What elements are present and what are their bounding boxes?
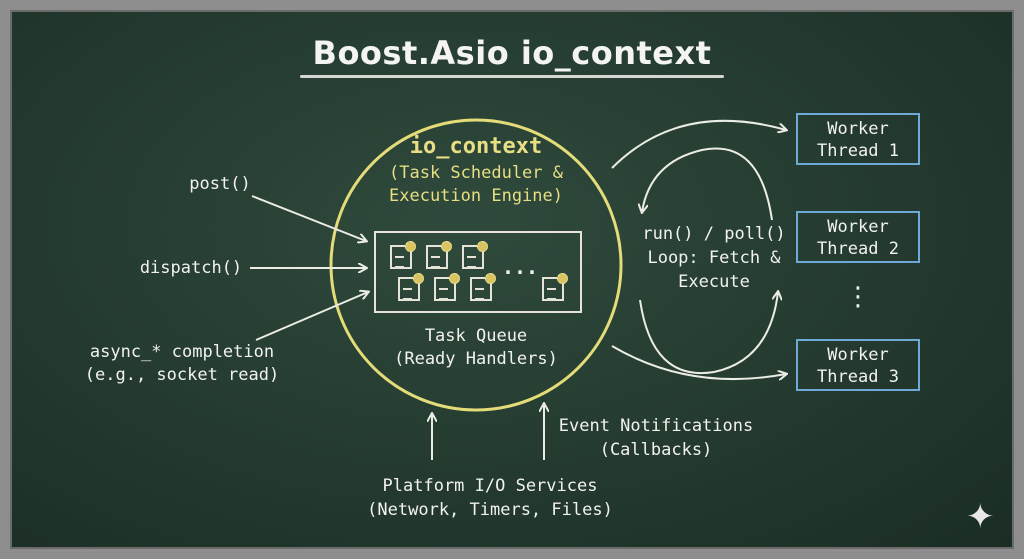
io-context-desc-1: (Task Scheduler & [389, 163, 563, 183]
callbacks-label: (Callbacks) [599, 440, 713, 460]
task-queue-box: ... [374, 231, 582, 313]
worker-2-line1: Worker [827, 217, 889, 237]
page-title: Boost.Asio io_context [312, 34, 712, 72]
task-queue-label: Task Queue [424, 326, 528, 346]
worker-thread-2: Worker Thread 2 [796, 211, 920, 263]
event-notifications-label: Event Notifications [558, 416, 754, 436]
worker-2-line2: Thread 2 [817, 239, 899, 259]
arrow-to-worker-1 [611, 119, 786, 169]
loop-arrow-top [642, 147, 773, 221]
async-completion-label: async_* completion [89, 342, 275, 362]
worker-3-line1: Worker [827, 345, 889, 365]
worker-thread-1: Worker Thread 1 [796, 113, 920, 165]
io-context-title: io_context [409, 134, 543, 159]
queue-ellipsis: ... [501, 255, 539, 279]
task-icon [462, 241, 488, 269]
loop-label: Loop: Fetch & [647, 248, 781, 268]
io-context-desc-2: Execution Engine) [389, 186, 563, 206]
arrow-to-worker-3 [611, 345, 786, 379]
platform-services-label: Platform I/O Services [382, 476, 598, 496]
worker-thread-3: Worker Thread 3 [796, 339, 920, 391]
task-icon [470, 273, 496, 301]
worker-1-line1: Worker [827, 119, 889, 139]
execute-label: Execute [678, 272, 750, 292]
io-context-circle [329, 118, 623, 412]
task-icon [434, 273, 460, 301]
post-label: post() [189, 174, 251, 194]
dispatch-label: dispatch() [139, 258, 243, 278]
task-icon [542, 273, 568, 301]
title-underline [300, 75, 724, 78]
run-poll-label: run() / poll() [642, 224, 786, 244]
task-icon [390, 241, 416, 269]
worker-1-line2: Thread 1 [817, 141, 899, 161]
task-icon [398, 273, 424, 301]
async-completion-example: (e.g., socket read) [84, 365, 280, 385]
platform-services-detail: (Network, Timers, Files) [367, 500, 613, 520]
loop-arrow-bottom [639, 292, 778, 375]
sparkle-icon: ✦ [966, 497, 995, 537]
post-arrow [251, 195, 366, 241]
workers-ellipsis: ⋮ [845, 282, 871, 312]
task-icon [426, 241, 452, 269]
async-arrow [255, 292, 368, 341]
task-queue-sublabel: (Ready Handlers) [394, 349, 558, 369]
worker-3-line2: Thread 3 [817, 367, 899, 387]
